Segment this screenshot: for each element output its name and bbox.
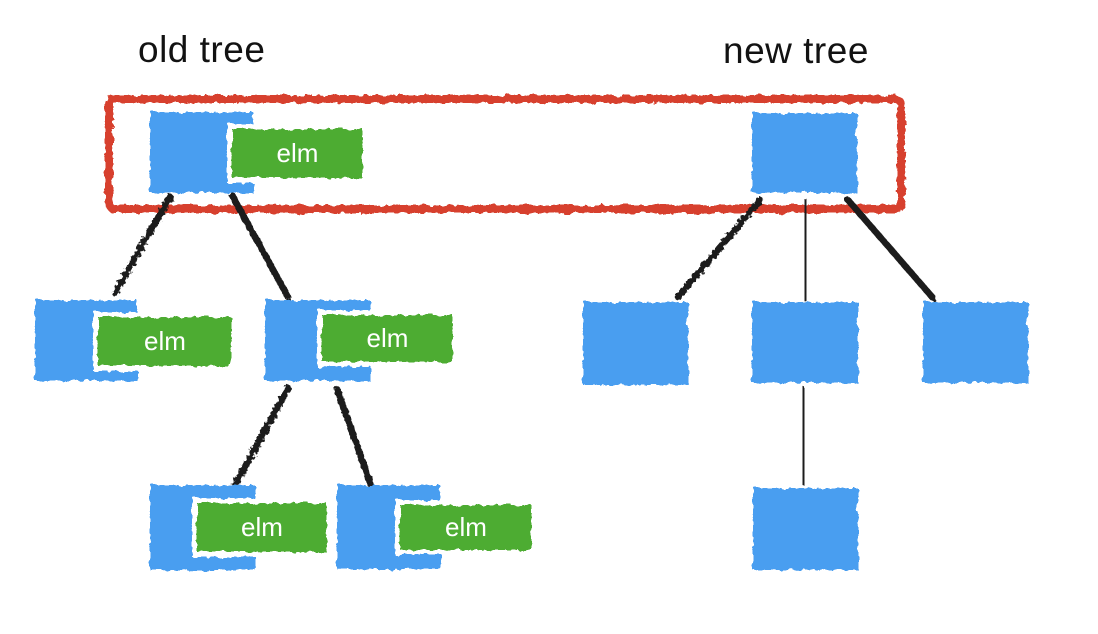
edge-newroot-to-a [674,196,764,301]
tag-fill [192,498,332,557]
elm-label-text: elm [366,323,409,353]
new-tree-child1-node [583,302,688,385]
highlight-outline [105,95,905,213]
new-tree-child2-node [752,302,858,383]
elm-label-text: elm [276,138,319,168]
old-tree-title: old tree [138,29,266,70]
node-fill [752,302,858,383]
old-tree-root-elm-tag: elm [227,124,368,183]
node-fill [923,302,1028,383]
old-tree-grandchild1-elm-tag: elm [192,498,332,557]
elm-label-text: elm [445,512,487,542]
node-fill [752,113,857,193]
edge-oldb-to-c [231,384,292,489]
new-tree-grandchild1-node [753,488,858,570]
node-fill [753,488,858,570]
elm-label-text: elm [241,512,283,542]
tag-fill [317,310,458,367]
new-tree-child3-node [923,302,1028,383]
edge-newroot-to-c [844,196,937,302]
new-tree-title: new tree [723,30,869,71]
edge-oldb-to-d [333,385,375,489]
old-tree-child1-elm-tag: elm [93,312,237,371]
root-diff-highlight-box [105,95,905,213]
node-fill [583,302,688,385]
new-tree-root-node [752,113,857,193]
tag-fill [93,312,237,371]
edge-newb-to-d [799,386,808,486]
elm-label-text: elm [144,326,186,356]
old-tree-child2-elm-tag: elm [317,310,458,367]
edge-newroot-to-b [801,198,810,302]
tag-fill [395,500,537,555]
tag-fill [227,124,368,183]
old-tree-grandchild2-elm-tag: elm [395,500,537,555]
